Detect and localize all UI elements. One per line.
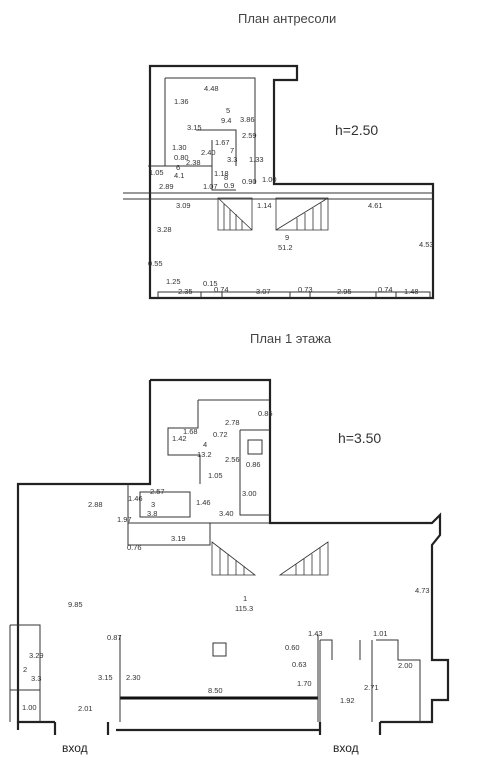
floor1-room-1-number: 1 (243, 594, 247, 603)
dimension-label: 1.00 (262, 175, 277, 184)
mezz-room-8-area: 0.9 (224, 181, 234, 190)
dimension-label: 0.85 (258, 409, 273, 418)
mezz-room-8-number: 8 (224, 173, 228, 182)
dimension-label: 0.80 (174, 153, 189, 162)
dimension-label: 0.90 (242, 177, 257, 186)
dimension-label: 3.19 (171, 534, 186, 543)
dimension-label: 0.55 (148, 259, 163, 268)
dimension-label: 1.43 (308, 629, 323, 638)
dimension-label: 4.73 (415, 586, 430, 595)
mezzanine-title: План антресоли (238, 11, 336, 26)
dimension-label: 1.36 (174, 97, 189, 106)
dimension-label: 2.78 (225, 418, 240, 427)
floor1-room-3-area: 3.8 (147, 509, 157, 518)
dimension-label: 2.40 (201, 148, 216, 157)
dimension-label: 2.89 (159, 182, 174, 191)
dimension-label: 1.70 (297, 679, 312, 688)
dimension-label: 0.74 (214, 285, 229, 294)
mezzanine-walls (123, 64, 435, 300)
mezz-room-9-number: 9 (285, 233, 289, 242)
dimension-label: 4.53 (419, 240, 434, 249)
dimension-label: 1.07 (203, 182, 218, 191)
dimension-label: 2.00 (398, 661, 413, 670)
floor1-room-4-area: 13.2 (197, 450, 212, 459)
mezz-room-9-area: 51.2 (278, 243, 293, 252)
dimension-label: 8.50 (208, 686, 223, 695)
entrance-left-label: вход (62, 741, 88, 755)
dimension-label: 1.05 (149, 168, 164, 177)
dimension-label: 1.67 (215, 138, 230, 147)
dimension-label: 9.85 (68, 600, 83, 609)
floor1-dimensions: 2.78 0.85 1.42 1.68 0.72 2.56 0.86 1.05 … (22, 409, 430, 713)
dimension-label: 1.97 (117, 515, 132, 524)
mezzanine-stairs (217, 197, 329, 231)
dimension-label: 1.18 (214, 169, 229, 178)
dimension-label: 1.33 (249, 155, 264, 164)
floor1-walls (9, 378, 450, 735)
dimension-label: 0.73 (298, 285, 313, 294)
mezzanine-height-label: h=2.50 (335, 122, 378, 138)
dimension-label: 0.72 (213, 430, 228, 439)
mezz-room-6-area: 4.1 (174, 171, 184, 180)
dimension-label: 2.57 (150, 487, 165, 496)
dimension-label: 3.07 (256, 287, 271, 296)
dimension-label: 2.30 (126, 673, 141, 682)
entrance-right-label: вход (333, 741, 359, 755)
dimension-label: 1.05 (208, 471, 223, 480)
floor1-room-1-area: 115.3 (235, 604, 253, 613)
dimension-label: 3.86 (240, 115, 255, 124)
dimension-label: 4.48 (204, 84, 219, 93)
dimension-label: 1.01 (373, 629, 388, 638)
dimension-label: 4.61 (368, 201, 383, 210)
dimension-label: 1.25 (166, 277, 181, 286)
dimension-label: 3.29 (29, 651, 44, 660)
dimension-label: 3.09 (176, 201, 191, 210)
dimension-label: 0.86 (246, 460, 261, 469)
floor1-height-label: h=3.50 (338, 430, 381, 446)
floor1-room-2-area: 3.3 (31, 674, 41, 683)
dimension-label: 0.87 (107, 633, 122, 642)
mezz-room-5-number: 5 (226, 106, 230, 115)
floor1-room-2-number: 2 (23, 665, 27, 674)
dimension-label: 1.68 (183, 427, 198, 436)
dimension-label: 3.15 (187, 123, 202, 132)
floor1-title: План 1 этажа (250, 331, 332, 346)
dimension-label: 2.35 (178, 287, 193, 296)
dimension-label: 1.92 (340, 696, 355, 705)
floor1-room-4-number: 4 (203, 440, 207, 449)
dimension-label: 3.28 (157, 225, 172, 234)
dimension-label: 3.15 (98, 673, 113, 682)
mezz-room-5-area: 9.4 (221, 116, 231, 125)
floor1-room-3-number: 3 (151, 500, 155, 509)
dimension-label: 1.46 (196, 498, 211, 507)
dimension-label: 2.01 (78, 704, 93, 713)
dimension-label: 0.63 (292, 660, 307, 669)
dimension-label: 1.46 (128, 494, 143, 503)
dimension-label: 2.71 (364, 683, 379, 692)
mezz-room-7-area: 3.3 (227, 155, 237, 164)
dimension-label: 2.56 (225, 455, 240, 464)
dimension-label: 2.38 (186, 158, 201, 167)
dimension-label: 2.88 (88, 500, 103, 509)
floor1-stairs (211, 541, 329, 576)
dimension-label: 2.59 (242, 131, 257, 140)
dimension-label: 0.15 (203, 279, 218, 288)
dimension-label: 0.60 (285, 643, 300, 652)
mezz-room-7-number: 7 (230, 146, 234, 155)
mezz-room-6-number: 6 (176, 163, 180, 172)
dimension-label: 1.42 (172, 434, 187, 443)
dimension-label: 2.95 (337, 287, 352, 296)
dimension-label: 0.74 (378, 285, 393, 294)
dimension-label: 1.14 (257, 201, 272, 210)
dimension-label: 0.76 (127, 543, 142, 552)
dimension-label: 3.00 (242, 489, 257, 498)
dimension-label: 1.48 (404, 287, 419, 296)
dimension-label: 3.40 (219, 509, 234, 518)
dimension-label: 1.00 (22, 703, 37, 712)
mezzanine-dimensions: 4.48 1.36 3.86 3.15 2.59 1.67 1.30 2.40 … (148, 84, 434, 296)
dimension-label: 1.30 (172, 143, 187, 152)
